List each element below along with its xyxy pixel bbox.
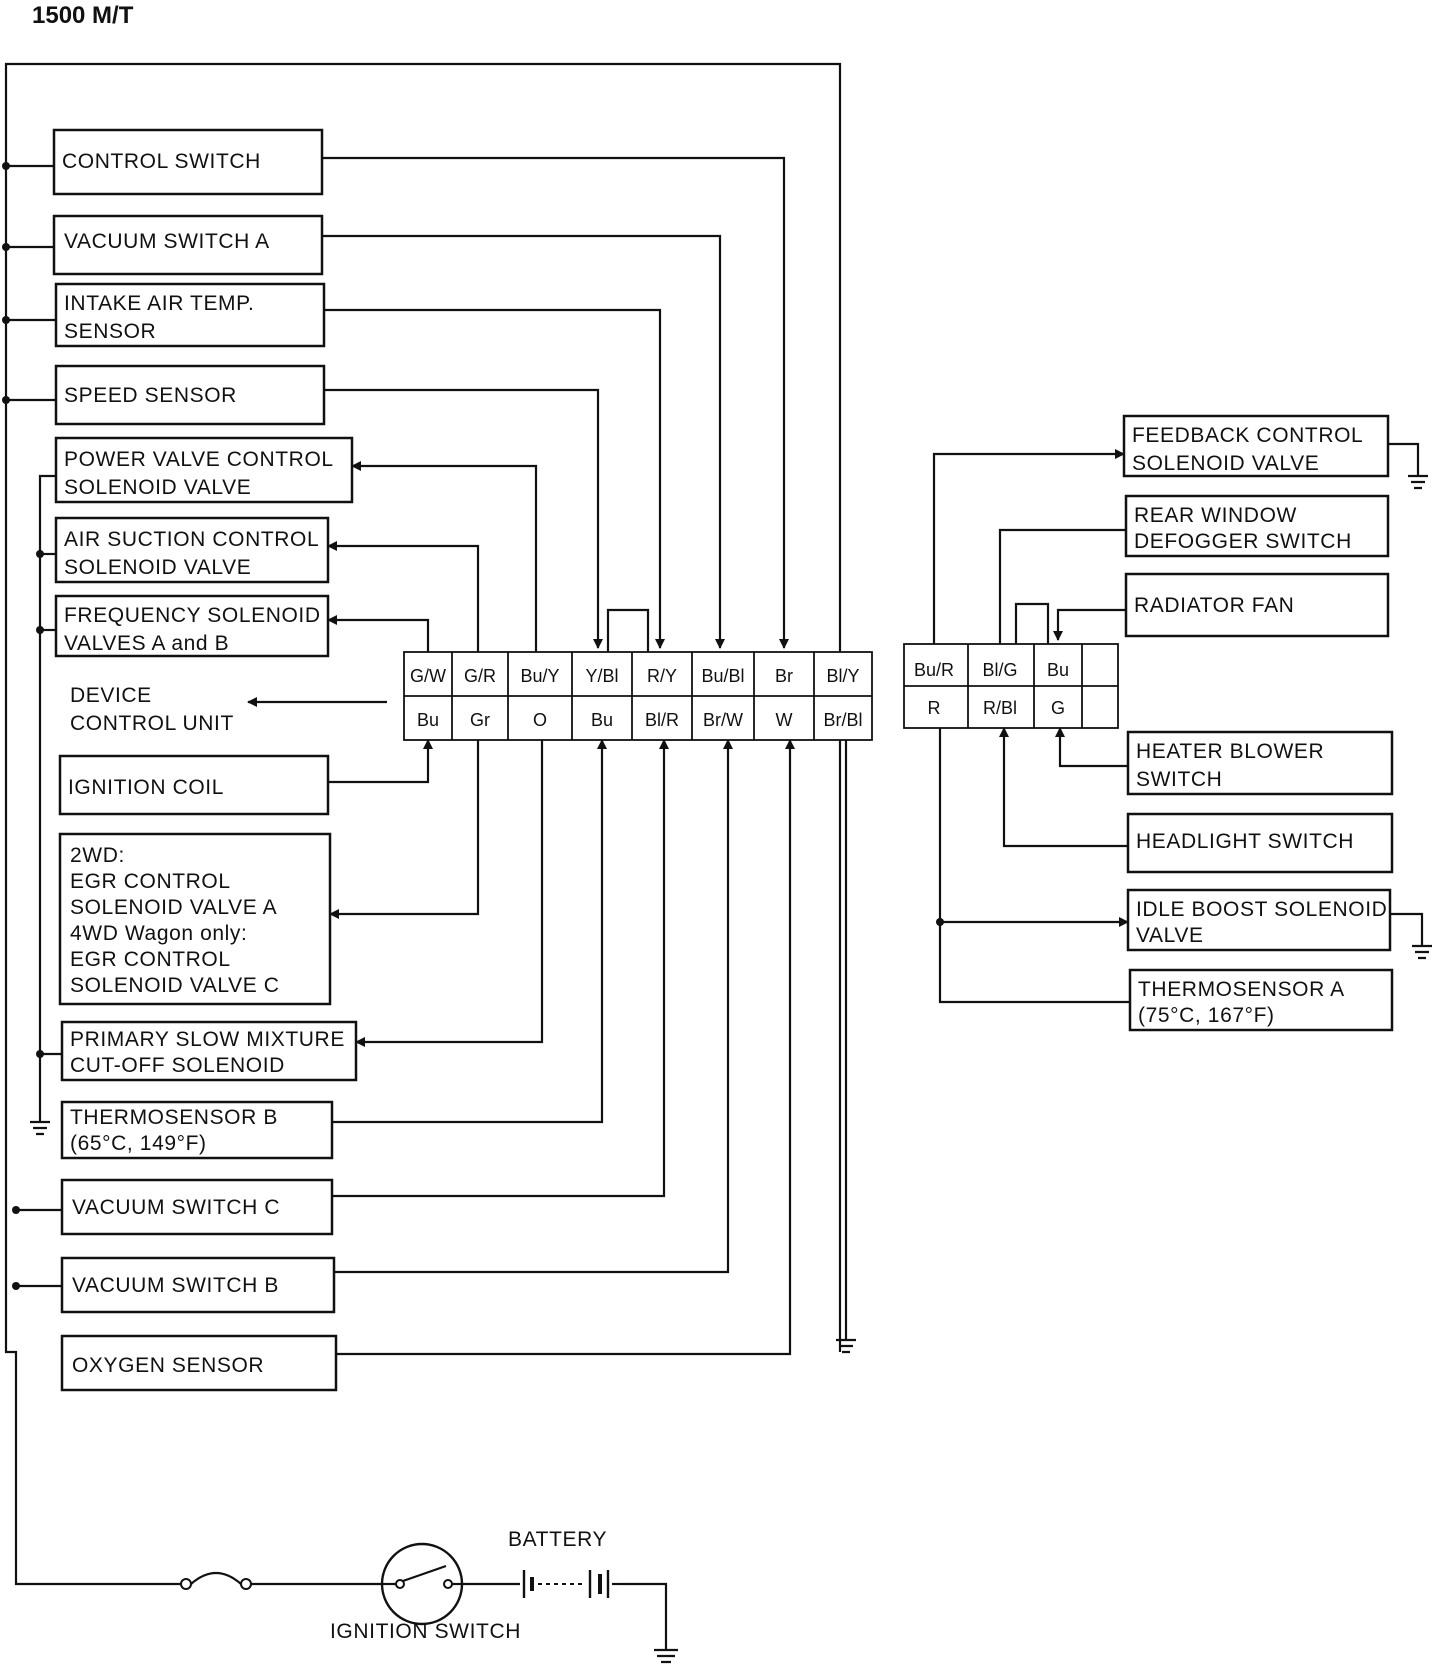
egr-control-box: 2WD: EGR CONTROL SOLENOID VALVE A 4WD Wa… [58,832,332,1006]
intake-air-temp-sensor-box: INTAKE AIR TEMP. SENSOR [54,282,326,348]
thermosensor-b-box: THERMOSENSOR B (65°C, 149°F) [60,1100,334,1160]
rear-window-defogger-box: REAR WINDOW DEFOGGER SWITCH [1124,494,1390,558]
egr-label-4: 4WD Wagon only: [70,922,247,945]
thermosensor-a-label-1: THERMOSENSOR A [1138,978,1345,1001]
defogger-label-1: REAR WINDOW [1134,504,1297,527]
battery-label: BATTERY [508,1528,607,1551]
feedback-label-1: FEEDBACK CONTROL [1132,424,1363,447]
defogger-label-2: DEFOGGER SWITCH [1134,530,1352,553]
thermosensor-b-label-2: (65°C, 149°F) [70,1132,207,1155]
vacuum-switch-a-box: VACUUM SWITCH A [52,214,324,276]
control-switch-box: CONTROL SWITCH [52,128,324,196]
battery-ground-icon [654,1648,678,1664]
pin-bottom-3: O [533,710,547,730]
vacuum-switch-a-label: VACUUM SWITCH A [64,230,270,253]
ignition-coil-label: IGNITION COIL [68,776,224,799]
feedback-label-2: SOLENOID VALVE [1132,452,1319,475]
control-switch-label: CONTROL SWITCH [62,150,261,173]
frequency-solenoid-box: FREQUENCY SOLENOID VALVES A and B [54,594,330,658]
pin-top-3: Bu/Y [520,666,559,686]
headlight-switch-label: HEADLIGHT SWITCH [1136,830,1354,853]
pin-top-1: G/W [410,666,446,686]
oxygen-sensor-label: OXYGEN SENSOR [72,1354,264,1377]
pin-top-8: Bl/Y [826,666,859,686]
frequency-solenoid-label-1: FREQUENCY SOLENOID [64,604,321,627]
primary-slow-label-1: PRIMARY SLOW MIXTURE [70,1028,345,1051]
heater-blower-box: HEATER BLOWER SWITCH [1126,730,1394,796]
air-suction-control-box: AIR SUCTION CONTROL SOLENOID VALVE [54,516,330,584]
heater-blower-label-1: HEATER BLOWER [1136,740,1324,763]
rpin-top-2: Bl/G [982,660,1017,680]
thermosensor-b-label-1: THERMOSENSOR B [70,1106,278,1129]
egr-label-6: SOLENOID VALVE C [70,974,280,997]
intake-air-temp-label-2: SENSOR [64,320,156,343]
left-components: CONTROL SWITCH VACUUM SWITCH A INTAKE AI… [52,128,358,1392]
pin-bottom-4: Bu [591,710,613,730]
ignition-switch-label: IGNITION SWITCH [330,1620,521,1643]
wires [4,62,1432,1650]
rpin-top-3: Bu [1047,660,1069,680]
junction-dots [2,162,44,1290]
speed-sensor-box: SPEED SENSOR [54,364,326,426]
frequency-solenoid-label-2: VALVES A and B [64,632,229,655]
ignition-switch-icon [380,1542,464,1626]
pin-bottom-1: Bu [417,710,439,730]
air-suction-label-1: AIR SUCTION CONTROL [64,528,319,551]
intake-air-temp-label-1: INTAKE AIR TEMP. [64,292,255,315]
thermosensor-a-label-2: (75°C, 167°F) [1138,1004,1275,1027]
pin-bottom-7: W [776,710,793,730]
battery-icon [522,1570,620,1598]
radiator-fan-label: RADIATOR FAN [1134,594,1294,617]
egr-label-2: EGR CONTROL [70,870,231,893]
rpin-top-1: Bu/R [914,660,954,680]
pin-top-6: Bu/Bl [701,666,744,686]
radiator-fan-box: RADIATOR FAN [1124,572,1390,638]
vacuum-switch-c-box: VACUUM SWITCH C [60,1178,334,1236]
vacuum-switch-b-label: VACUUM SWITCH B [72,1274,279,1297]
right-components: FEEDBACK CONTROL SOLENOID VALVE REAR WIN… [1122,414,1394,1032]
dcu-label-2: CONTROL UNIT [70,712,234,735]
egr-label-3: SOLENOID VALVE A [70,896,277,919]
headlight-switch-box: HEADLIGHT SWITCH [1126,812,1394,874]
feedback-control-box: FEEDBACK CONTROL SOLENOID VALVE [1122,414,1390,478]
heater-blower-label-2: SWITCH [1136,768,1222,791]
power-valve-label-2: SOLENOID VALVE [64,476,251,499]
dcu-label-1: DEVICE [70,684,152,707]
page-title: 1500 M/T [32,2,134,29]
idle-boost-label-2: VALVE [1136,924,1204,947]
vacuum-switch-c-label: VACUUM SWITCH C [72,1196,280,1219]
pin-bottom-8: Br/Bl [823,710,862,730]
ignition-coil-box: IGNITION COIL [58,754,330,816]
pin-bottom-6: Br/W [703,710,743,730]
pin-bottom-2: Gr [470,710,490,730]
connector-left: G/W G/R Bu/Y Y/Bl R/Y Bu/Bl Br Bl/Y Bu G… [403,651,873,741]
rpin-bottom-3: G [1051,698,1065,718]
vacuum-switch-b-box: VACUUM SWITCH B [60,1256,336,1314]
thermosensor-a-box: THERMOSENSOR A (75°C, 167°F) [1128,968,1394,1032]
device-control-unit: DEVICE CONTROL UNIT [70,684,234,735]
pin-bottom-5: Bl/R [645,710,679,730]
oxygen-sensor-box: OXYGEN SENSOR [60,1334,338,1392]
power-valve-control-box: POWER VALVE CONTROL SOLENOID VALVE [54,436,354,504]
pin-top-5: R/Y [647,666,677,686]
egr-label-5: EGR CONTROL [70,948,231,971]
speed-sensor-label: SPEED SENSOR [64,384,237,407]
egr-label-1: 2WD: [70,844,125,867]
connector-right: Bu/R Bl/G Bu R R/Bl G [903,643,1119,729]
primary-slow-label-2: CUT-OFF SOLENOID [70,1054,285,1077]
pin-top-2: G/R [464,666,496,686]
power-valve-label-1: POWER VALVE CONTROL [64,448,334,471]
idle-boost-box: IDLE BOOST SOLENOID VALVE [1126,888,1392,952]
fuse-icon [180,1571,252,1590]
pin-top-4: Y/Bl [585,666,618,686]
primary-slow-mixture-box: PRIMARY SLOW MIXTURE CUT-OFF SOLENOID [60,1020,358,1082]
pin-top-7: Br [775,666,793,686]
rpin-bottom-1: R [928,698,941,718]
idle-boost-label-1: IDLE BOOST SOLENOID [1136,898,1387,921]
air-suction-label-2: SOLENOID VALVE [64,556,251,579]
rpin-bottom-2: R/Bl [983,698,1017,718]
